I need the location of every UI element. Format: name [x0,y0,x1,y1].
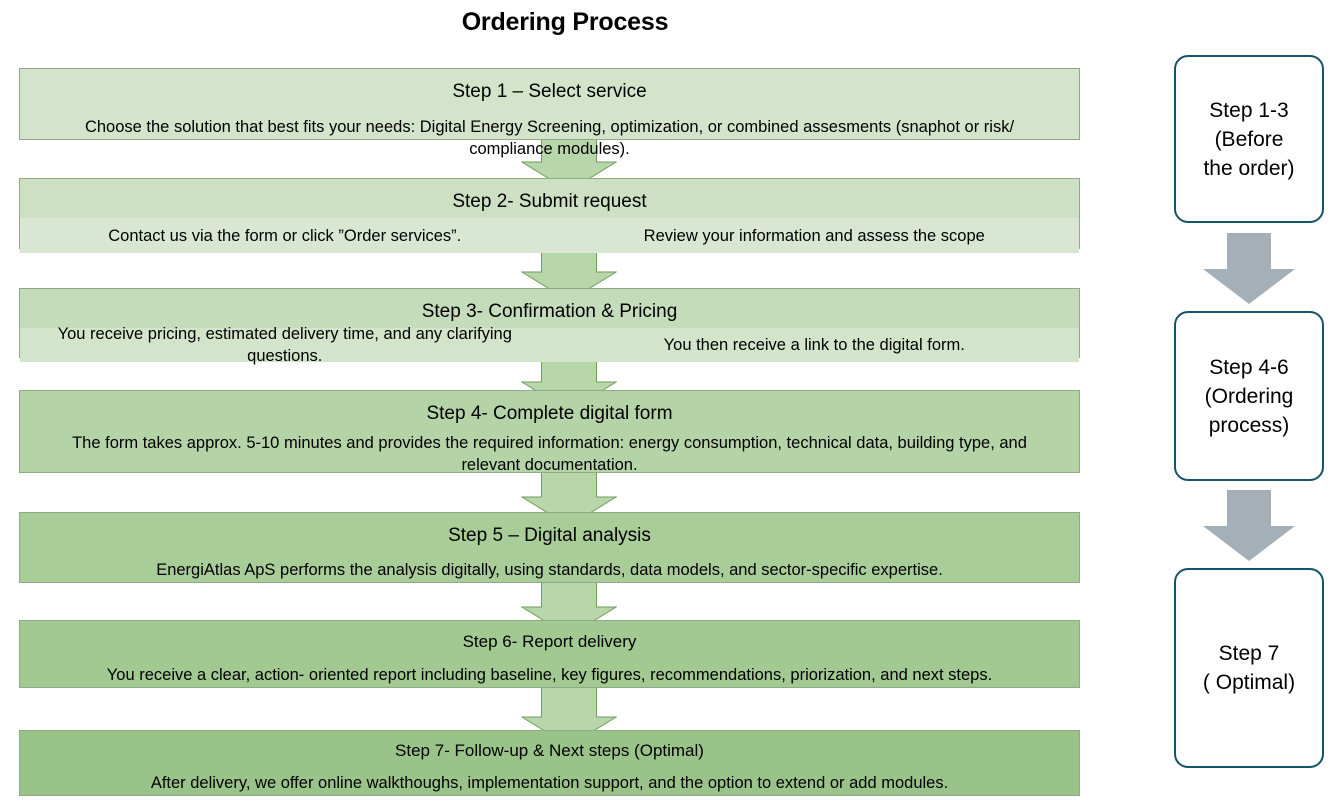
step-4-box[interactable]: Step 4- Complete digital form The form t… [19,390,1080,474]
step-3-title: Step 3- Confirmation & Pricing [421,301,678,322]
step-6-body: You receive a clear, action- oriented re… [106,666,993,684]
phase-3-box[interactable]: Step 7 ( Optimal) [1174,568,1324,768]
page-title: Ordering Process [461,8,669,36]
step-5-body: EnergiAtlas ApS performs the analysis di… [156,561,943,579]
step-4-title: Step 4- Complete digital form [426,403,673,424]
phase-3-line-1: Step 7 [1218,642,1280,665]
step-7-title: Step 7- Follow-up & Next steps (Optimal) [395,741,704,760]
phase-1-line-3: the order) [1203,156,1295,180]
step-3-body-row: You receive pricing, estimated delivery … [20,325,1079,365]
phase-1-line-1: Step 1-3 [1209,98,1289,122]
phase-1-line-2: (Before [1214,127,1284,151]
step-2-title: Step 2- Submit request [452,191,647,212]
step-6-title: Step 6- Report delivery [462,632,637,651]
step-2-body-row: Contact us via the form or click ”Order … [20,218,1079,253]
phase-2-box[interactable]: Step 4-6 (Ordering process) [1174,311,1324,481]
step-6-box[interactable]: Step 6- Report delivery You receive a cl… [19,620,1080,688]
phase-2-line-1: Step 4-6 [1209,355,1289,379]
phase-arrow-2-to-3 [1203,490,1295,561]
step-5-title: Step 5 – Digital analysis [448,525,651,546]
step-2-body-right: Review your information and assess the s… [643,226,985,245]
step-7-body: After delivery, we offer online walkthou… [150,774,949,792]
phase-2-line-3: process) [1208,413,1290,437]
phase-3-line-2: ( Optimal) [1202,671,1296,694]
step-1-title: Step 1 – Select service [452,81,647,102]
step-3-body-right: You then receive a link to the digital f… [663,336,965,354]
phase-arrow-1-to-2 [1203,233,1295,304]
step-4-body: The form takes approx. 5-10 minutes and … [72,434,1027,474]
step-3-box[interactable]: Step 3- Confirmation & Pricing You recei… [19,288,1080,365]
step-2-box[interactable]: Step 2- Submit request Contact us via th… [19,178,1080,253]
step-2-body-left: Contact us via the form or click ”Order … [108,226,462,245]
step-7-box[interactable]: Step 7- Follow-up & Next steps (Optimal)… [19,730,1080,796]
step-5-box[interactable]: Step 5 – Digital analysis EnergiAtlas Ap… [19,512,1080,583]
phase-summary-column: Step 1-3 (Before the order) Step 4-6 (Or… [1174,0,1324,811]
phase-1-box[interactable]: Step 1-3 (Before the order) [1174,55,1324,223]
ordering-process-flow: Step 1 – Select service Choose the solut… [19,0,1080,811]
step-1-box[interactable]: Step 1 – Select service [19,68,1080,140]
phase-2-line-2: (Ordering [1204,384,1294,408]
step-3-body-left: You receive pricing, estimated delivery … [57,325,512,365]
